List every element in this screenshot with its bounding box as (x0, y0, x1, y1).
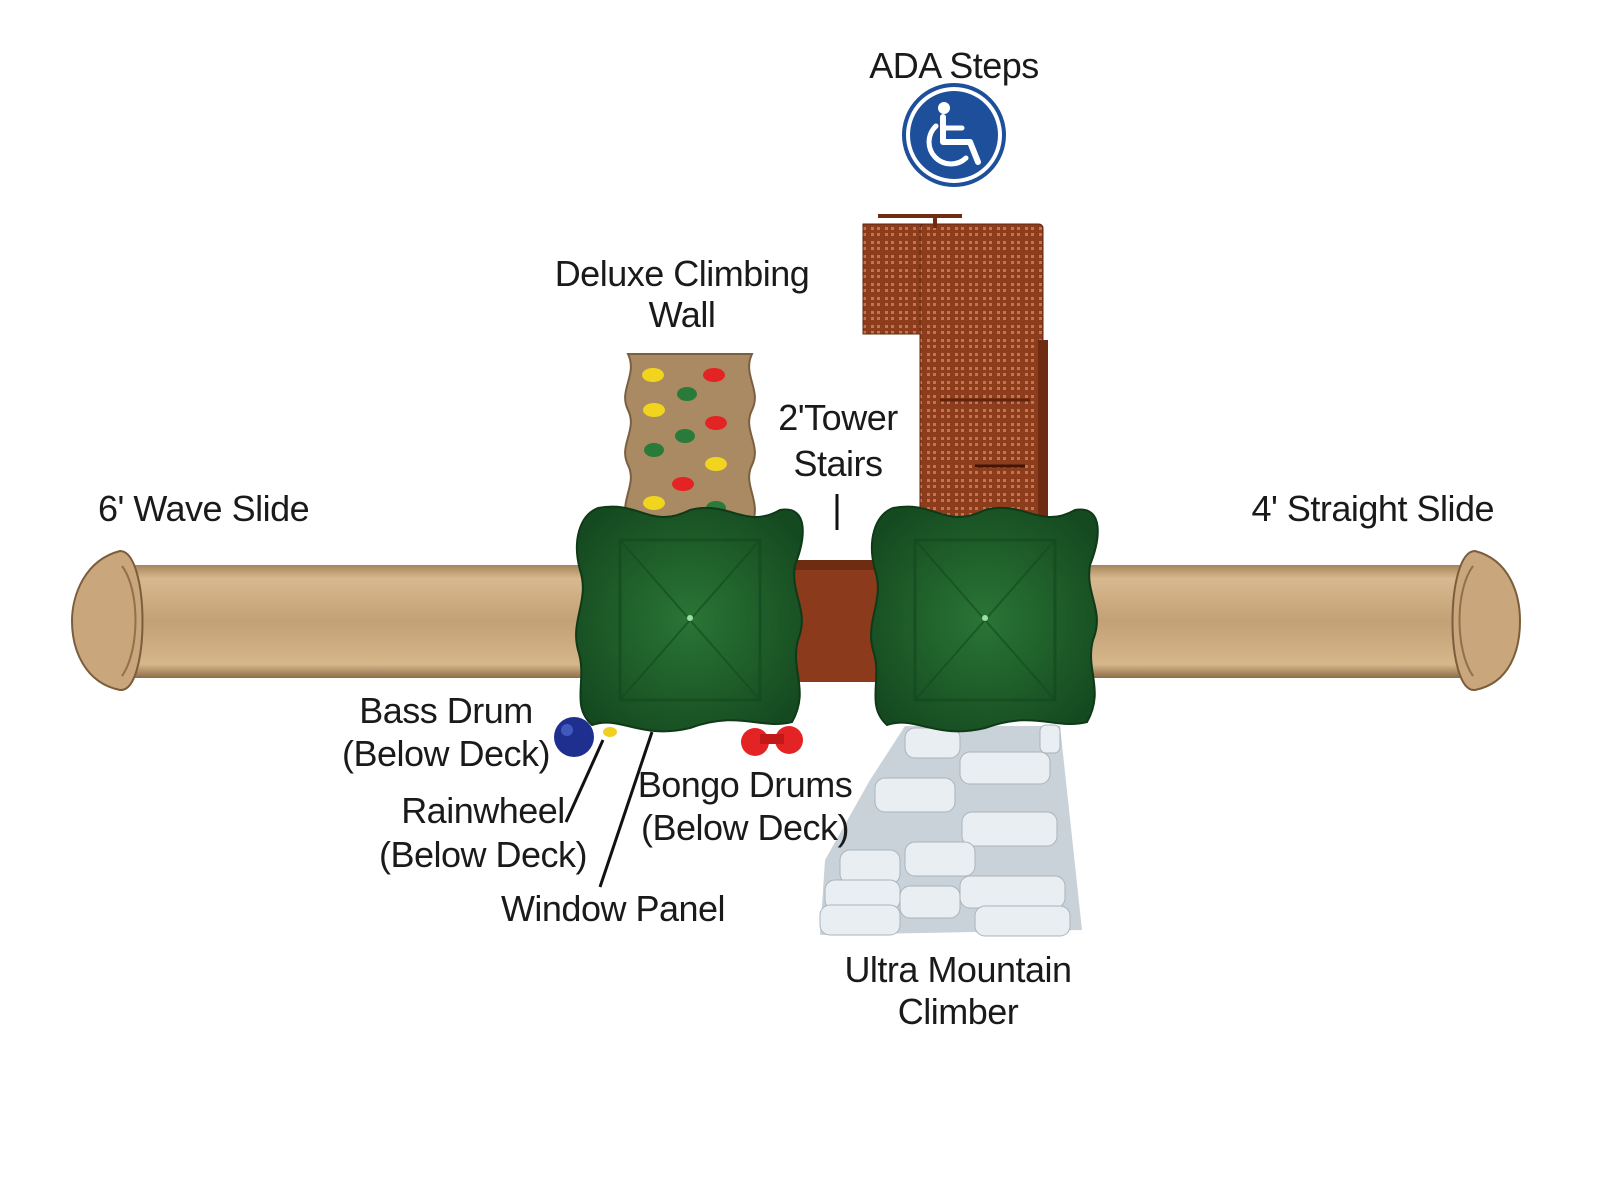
climbing-holds (642, 368, 727, 515)
bongo-drums-label-line1: Bongo Drums (638, 764, 853, 805)
wheelchair-accessibility-icon (902, 83, 1006, 187)
wave-slide-label: 6' Wave Slide (98, 488, 309, 529)
mountain-climber-label-line1: Ultra Mountain (844, 949, 1071, 990)
straight-slide-label: 4' Straight Slide (1251, 488, 1494, 529)
climbing-wall (624, 353, 756, 526)
window-panel-leader (598, 731, 654, 888)
tower-stairs-label-line2: Stairs (793, 443, 882, 484)
ada-steps-structure (862, 214, 1048, 525)
rainwheel-leader (564, 739, 605, 823)
rainwheel-label-line1: Rainwheel (401, 790, 565, 831)
bongo-drums (741, 726, 803, 756)
bass-drum (554, 717, 594, 757)
ada-steps-label: ADA Steps (869, 45, 1039, 86)
climbing-wall-label-line2: Wall (649, 294, 716, 335)
tower-stairs-label-line1: 2'Tower (778, 397, 898, 438)
mountain-climber (819, 724, 1082, 937)
rainwheel-label-line2: (Below Deck) (379, 834, 587, 875)
rainwheel (603, 727, 617, 737)
mountain-climber-label-line2: Climber (898, 991, 1019, 1032)
left-tower-roof (575, 505, 804, 733)
bass-drum-label-line2: (Below Deck) (342, 733, 550, 774)
straight-slide (1050, 549, 1522, 692)
climbing-wall-label-line1: Deluxe Climbing (555, 253, 810, 294)
wave-slide (70, 549, 630, 692)
right-tower-roof (870, 505, 1099, 733)
window-panel-label: Window Panel (501, 888, 725, 929)
bongo-drums-label-line2: (Below Deck) (641, 807, 849, 848)
bass-drum-label-line1: Bass Drum (359, 690, 533, 731)
